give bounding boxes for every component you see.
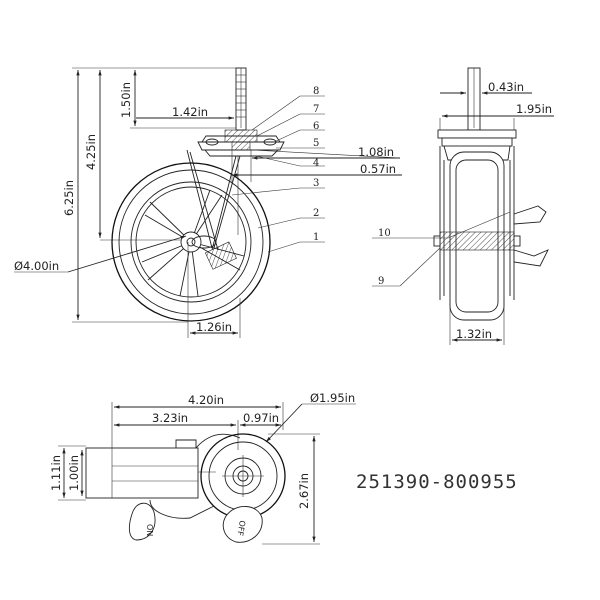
callout-10: 10: [378, 228, 391, 239]
dim-stem-to-axle: 4.25in: [84, 134, 98, 170]
dim-plate-width: 1.42in: [172, 105, 208, 119]
callout-9: 9: [378, 276, 384, 287]
brake-label-off: OFF: [235, 520, 247, 537]
dim-overall-length: 4.20in: [188, 393, 224, 407]
dim-height-inner: 1.00in: [67, 455, 81, 491]
callout-4: 4: [313, 158, 319, 169]
wheel-outer: [111, 162, 271, 322]
dim-wheel-width: 1.32in: [456, 327, 492, 341]
top-view: 4.20in 3.23in 0.97in Ø1.95in 1.11in 1.00…: [49, 391, 356, 545]
dim-wheel-diameter: Ø4.00in: [14, 259, 59, 273]
part-number: 251390-800955: [356, 471, 518, 493]
side-view: 6.25in 4.25in 1.50in 1.42in: [14, 67, 402, 338]
callout-3: 3: [313, 178, 319, 189]
callout-1: 1: [313, 232, 319, 243]
brake-label-on: ON: [145, 524, 154, 536]
dim-top-width: 2.67in: [297, 473, 311, 509]
dim-swivel: 0.57in: [360, 162, 396, 176]
dim-offset: 1.26in: [196, 320, 232, 334]
dim-thread: 1.08in: [358, 145, 394, 159]
dim-stem-dia: 0.43in: [488, 80, 524, 94]
callout-5: 5: [313, 138, 319, 149]
callout-leaders: [231, 95, 325, 253]
dim-body-length: 3.23in: [152, 411, 188, 425]
dim-stem-length: 1.50in: [119, 82, 133, 118]
dim-height-outer: 1.11in: [49, 455, 63, 491]
front-view: 0.43in 1.95in 10 9 1.32in: [372, 67, 554, 345]
dim-top-plate-dia: Ø1.95in: [310, 391, 355, 405]
dim-overall-height: 6.25in: [62, 180, 76, 216]
callout-6: 6: [313, 121, 319, 132]
callout-8: 8: [313, 86, 319, 97]
callout-7: 7: [313, 104, 319, 115]
dim-front-plate-width: 1.95in: [516, 102, 552, 116]
callout-2: 2: [313, 208, 319, 219]
dim-hub-offset: 0.97in: [243, 411, 279, 425]
